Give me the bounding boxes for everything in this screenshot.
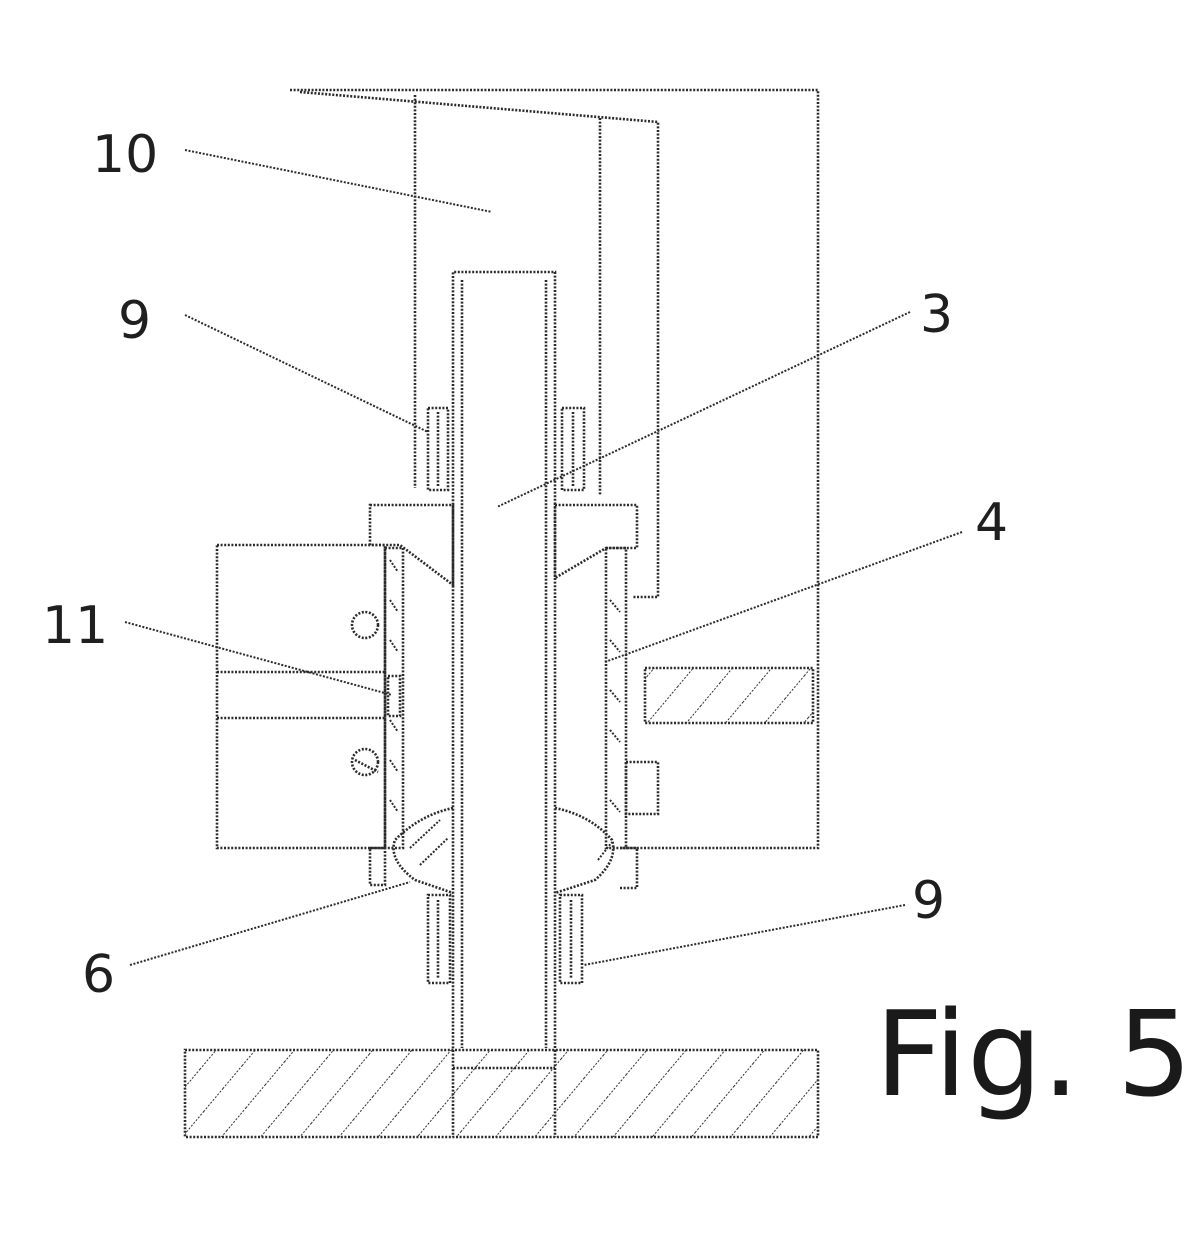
leader-lines [125,150,962,965]
lower-fasteners [428,895,582,983]
side-housing [217,545,400,848]
label-3: 3 [920,285,953,345]
label-10: 10 [92,125,158,185]
label-4: 4 [975,493,1008,553]
label-6: 6 [82,945,115,1005]
upper-clamp [370,505,637,585]
label-9-upper: 9 [118,291,151,351]
hatched-block [645,668,813,723]
figure-caption: Fig. 5 [875,985,1192,1123]
seals [370,808,637,893]
label-9-lower: 9 [912,871,945,931]
shaft [453,272,555,1052]
sleeve [385,548,626,848]
base-plate [185,1050,818,1137]
key-block [626,762,658,814]
label-11: 11 [42,596,108,656]
